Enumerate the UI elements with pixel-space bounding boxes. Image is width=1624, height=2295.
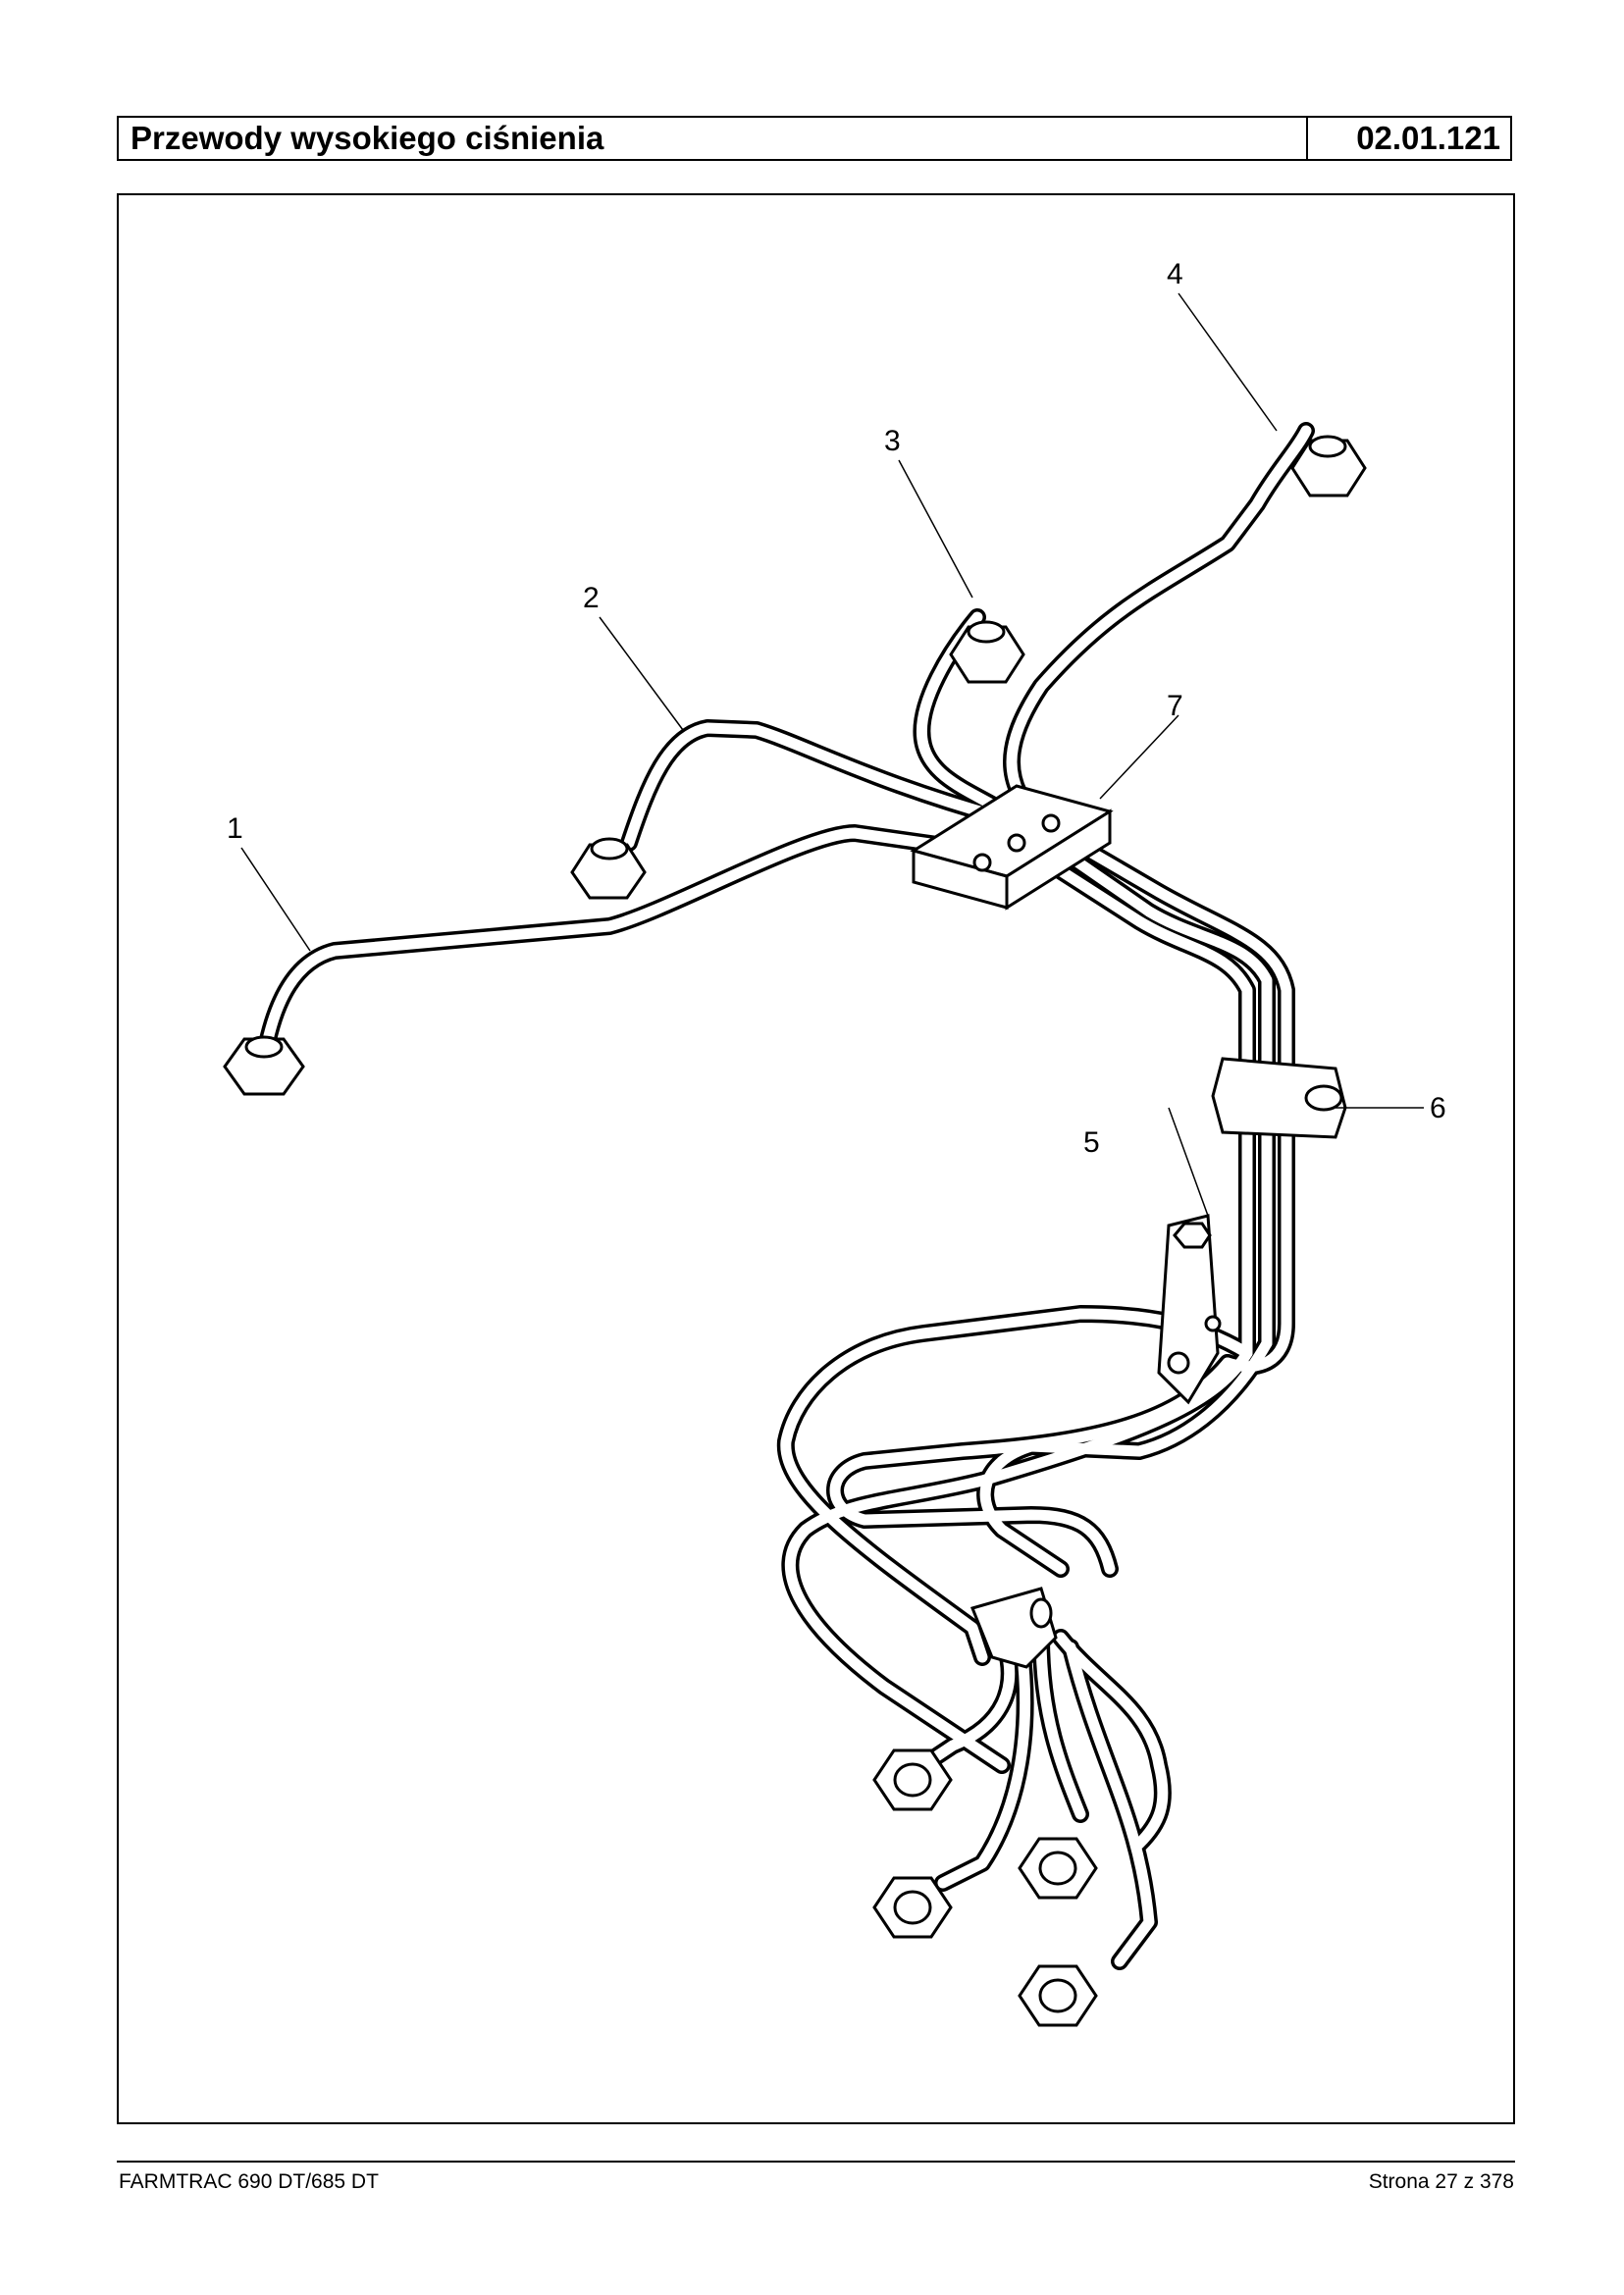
- footer-page-number: Strona 27 z 378: [1368, 2170, 1514, 2193]
- nut-lower-a: [872, 1748, 953, 1811]
- callout-3: 3: [884, 425, 901, 457]
- nut-4: [1290, 435, 1367, 497]
- figure-frame: 1 2 3 4 5 6 7: [117, 193, 1515, 2124]
- bracket-5: [1157, 1214, 1222, 1405]
- callout-4: 4: [1167, 258, 1183, 290]
- callout-2: 2: [583, 582, 600, 614]
- footer-divider: [117, 2161, 1515, 2163]
- page-header: Przewody wysokiego ciśnienia 02.01.121: [117, 116, 1512, 161]
- page-title: Przewody wysokiego ciśnienia: [119, 118, 1308, 159]
- callout-5: 5: [1083, 1126, 1100, 1159]
- pipe-fills: [260, 425, 1312, 1967]
- nut-lower-b: [1018, 1837, 1098, 1900]
- lower-clamp: [969, 1587, 1058, 1669]
- nut-3: [949, 620, 1025, 684]
- nut-2: [570, 837, 647, 900]
- nut-1: [223, 1035, 305, 1096]
- callout-leaders: [240, 292, 1424, 1217]
- lower-nuts: [872, 1748, 1098, 2027]
- footer-model: FARMTRAC 690 DT/685 DT: [119, 2170, 379, 2193]
- callout-7: 7: [1167, 690, 1183, 722]
- section-code: 02.01.121: [1356, 120, 1500, 156]
- callout-1: 1: [227, 812, 243, 845]
- clip-6: [1211, 1057, 1347, 1139]
- upper-nuts: [223, 435, 1367, 1096]
- nut-lower-d: [1018, 1964, 1098, 2027]
- nut-lower-c: [872, 1876, 953, 1939]
- high-pressure-lines-drawing: 1 2 3 4 5 6 7: [223, 258, 1446, 2027]
- clamp-block: [910, 784, 1114, 911]
- callout-6: 6: [1430, 1092, 1446, 1124]
